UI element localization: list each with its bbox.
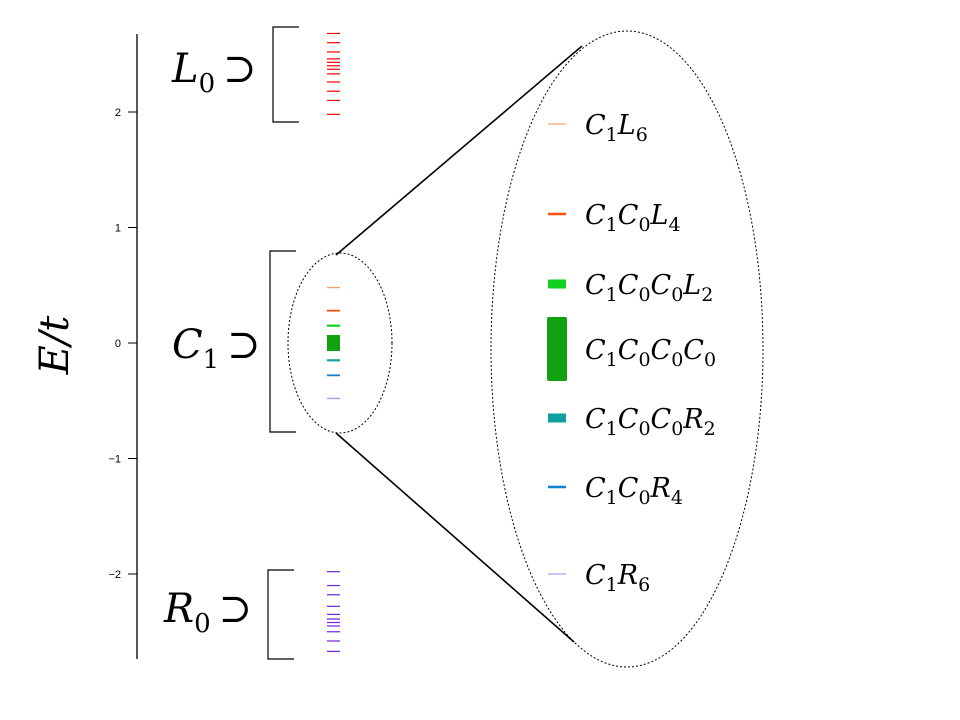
zoom-level-label: C1C0C0C0 [585,335,716,371]
group-label: C1⊃ [172,322,261,375]
group-bracket [272,26,299,123]
zoom-inset: C1L6C1C0L4C1C0C0L2C1C0C0C0C1C0C0R2C1C0R4… [287,30,764,668]
zoom-target-ellipse [490,30,764,668]
zoom-level-label: C1R6 [585,560,650,596]
group-label: L0⊃ [171,46,257,99]
zoom-level-marker [548,212,566,216]
tick-label: 2 [115,107,121,119]
tick-label: −2 [108,569,121,581]
group-bracket [269,250,296,433]
level-groups: L0⊃ C1⊃ R0⊃ [163,26,340,660]
zoom-connector-bottom [335,432,575,643]
tick-label: 0 [115,338,121,350]
axis-label: E/t [32,315,78,376]
zoom-level-marker [547,317,567,381]
zoom-level-label: C1C0L4 [585,200,681,236]
zoom-source-ellipse [287,252,393,434]
tick-label: 1 [115,223,121,235]
zoom-level-marker [548,573,566,575]
energy-level [327,335,340,351]
zoom-level-marker [548,279,566,289]
group-bracket [267,569,294,660]
zoom-level-marker [548,413,566,423]
zoom-level-marker [548,123,566,125]
tick-label: −1 [108,454,121,466]
energy-axis: 2 1 0 −1 −2 [108,34,138,659]
group-label: R0⊃ [163,586,252,639]
zoom-level-label: C1C0R4 [585,473,683,509]
zoom-level-label: C1L6 [585,110,648,146]
zoom-level-label: C1C0C0L2 [585,270,713,306]
zoom-level-marker [548,485,566,489]
zoom-connector-top [335,45,583,256]
zoom-level-label: C1C0C0R2 [585,404,716,440]
